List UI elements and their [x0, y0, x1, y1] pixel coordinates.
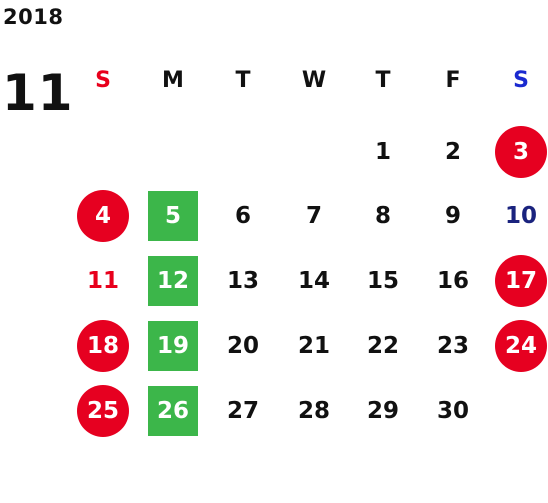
day-cell[interactable]: 30	[436, 397, 469, 424]
day-cell[interactable]: 14	[297, 267, 330, 294]
day-cell[interactable]: 22	[366, 332, 399, 359]
weekday-label: T	[235, 68, 251, 93]
weekday-label: M	[162, 68, 184, 93]
day-cell[interactable]: 9	[444, 202, 461, 229]
day-cell[interactable]: 10	[504, 202, 537, 229]
day-cell[interactable]: 13	[226, 267, 259, 294]
day-cell[interactable]: 27	[226, 397, 259, 424]
day-cell[interactable]: 15	[366, 267, 399, 294]
day-cell[interactable]: 3	[495, 126, 547, 178]
day-cell[interactable]: 6	[234, 202, 251, 229]
day-cell[interactable]: 12	[148, 256, 198, 306]
day-cell[interactable]: 2	[444, 138, 461, 165]
day-cell[interactable]: 20	[226, 332, 259, 359]
day-cell[interactable]: 18	[77, 320, 129, 372]
day-cell[interactable]: 1	[374, 138, 391, 165]
day-cell[interactable]: 4	[77, 190, 129, 242]
day-cell[interactable]: 8	[374, 202, 391, 229]
day-cell[interactable]: 25	[77, 385, 129, 437]
weekday-label: W	[301, 68, 327, 93]
day-cell[interactable]: 11	[86, 267, 119, 294]
day-cell[interactable]: 26	[148, 386, 198, 436]
day-cell[interactable]: 29	[366, 397, 399, 424]
weekday-label: S	[513, 68, 529, 93]
day-cell[interactable]: 17	[495, 255, 547, 307]
weekday-label: F	[445, 68, 461, 93]
day-cell[interactable]: 23	[436, 332, 469, 359]
day-cell[interactable]: 5	[148, 191, 198, 241]
month-number: 11	[2, 64, 74, 122]
day-cell[interactable]: 16	[436, 267, 469, 294]
weekday-label: S	[95, 68, 111, 93]
weekday-label: T	[375, 68, 391, 93]
day-cell[interactable]: 19	[148, 321, 198, 371]
day-cell[interactable]: 21	[297, 332, 330, 359]
day-cell[interactable]: 24	[495, 320, 547, 372]
day-cell[interactable]: 7	[305, 202, 322, 229]
year-label: 2018	[3, 5, 64, 29]
day-cell[interactable]: 28	[297, 397, 330, 424]
